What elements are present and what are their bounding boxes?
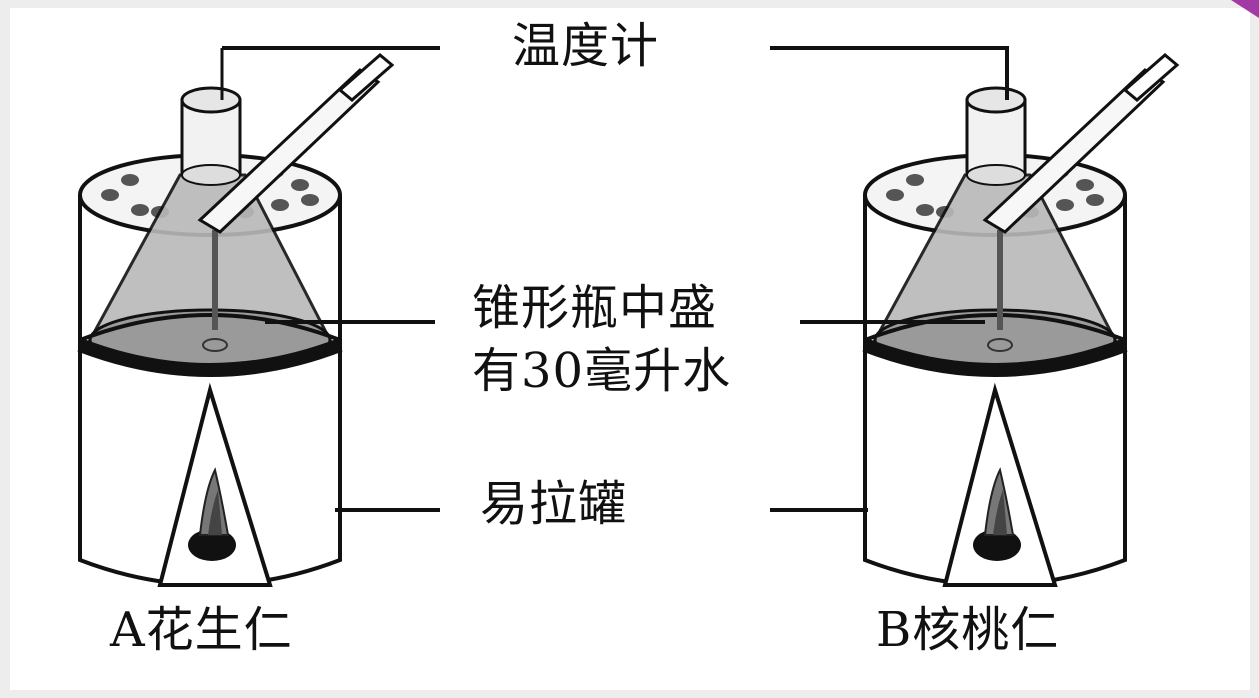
- flask-label-line1: 锥形瓶中盛: [472, 280, 718, 336]
- flask-label-line2: 有30毫升水: [472, 343, 732, 399]
- leader-thermometer-right: [770, 46, 1009, 100]
- leader-lines: [222, 46, 1009, 512]
- sample-b-label: B核桃仁: [876, 602, 1060, 658]
- can-label: 易拉罐: [480, 476, 628, 532]
- apparatus-a: [80, 48, 392, 585]
- apparatus-b: [865, 48, 1177, 585]
- sample-a-label: A花生仁: [110, 602, 293, 658]
- corner-accent: [1231, 0, 1259, 18]
- thermometer-label: 温度计: [512, 18, 660, 74]
